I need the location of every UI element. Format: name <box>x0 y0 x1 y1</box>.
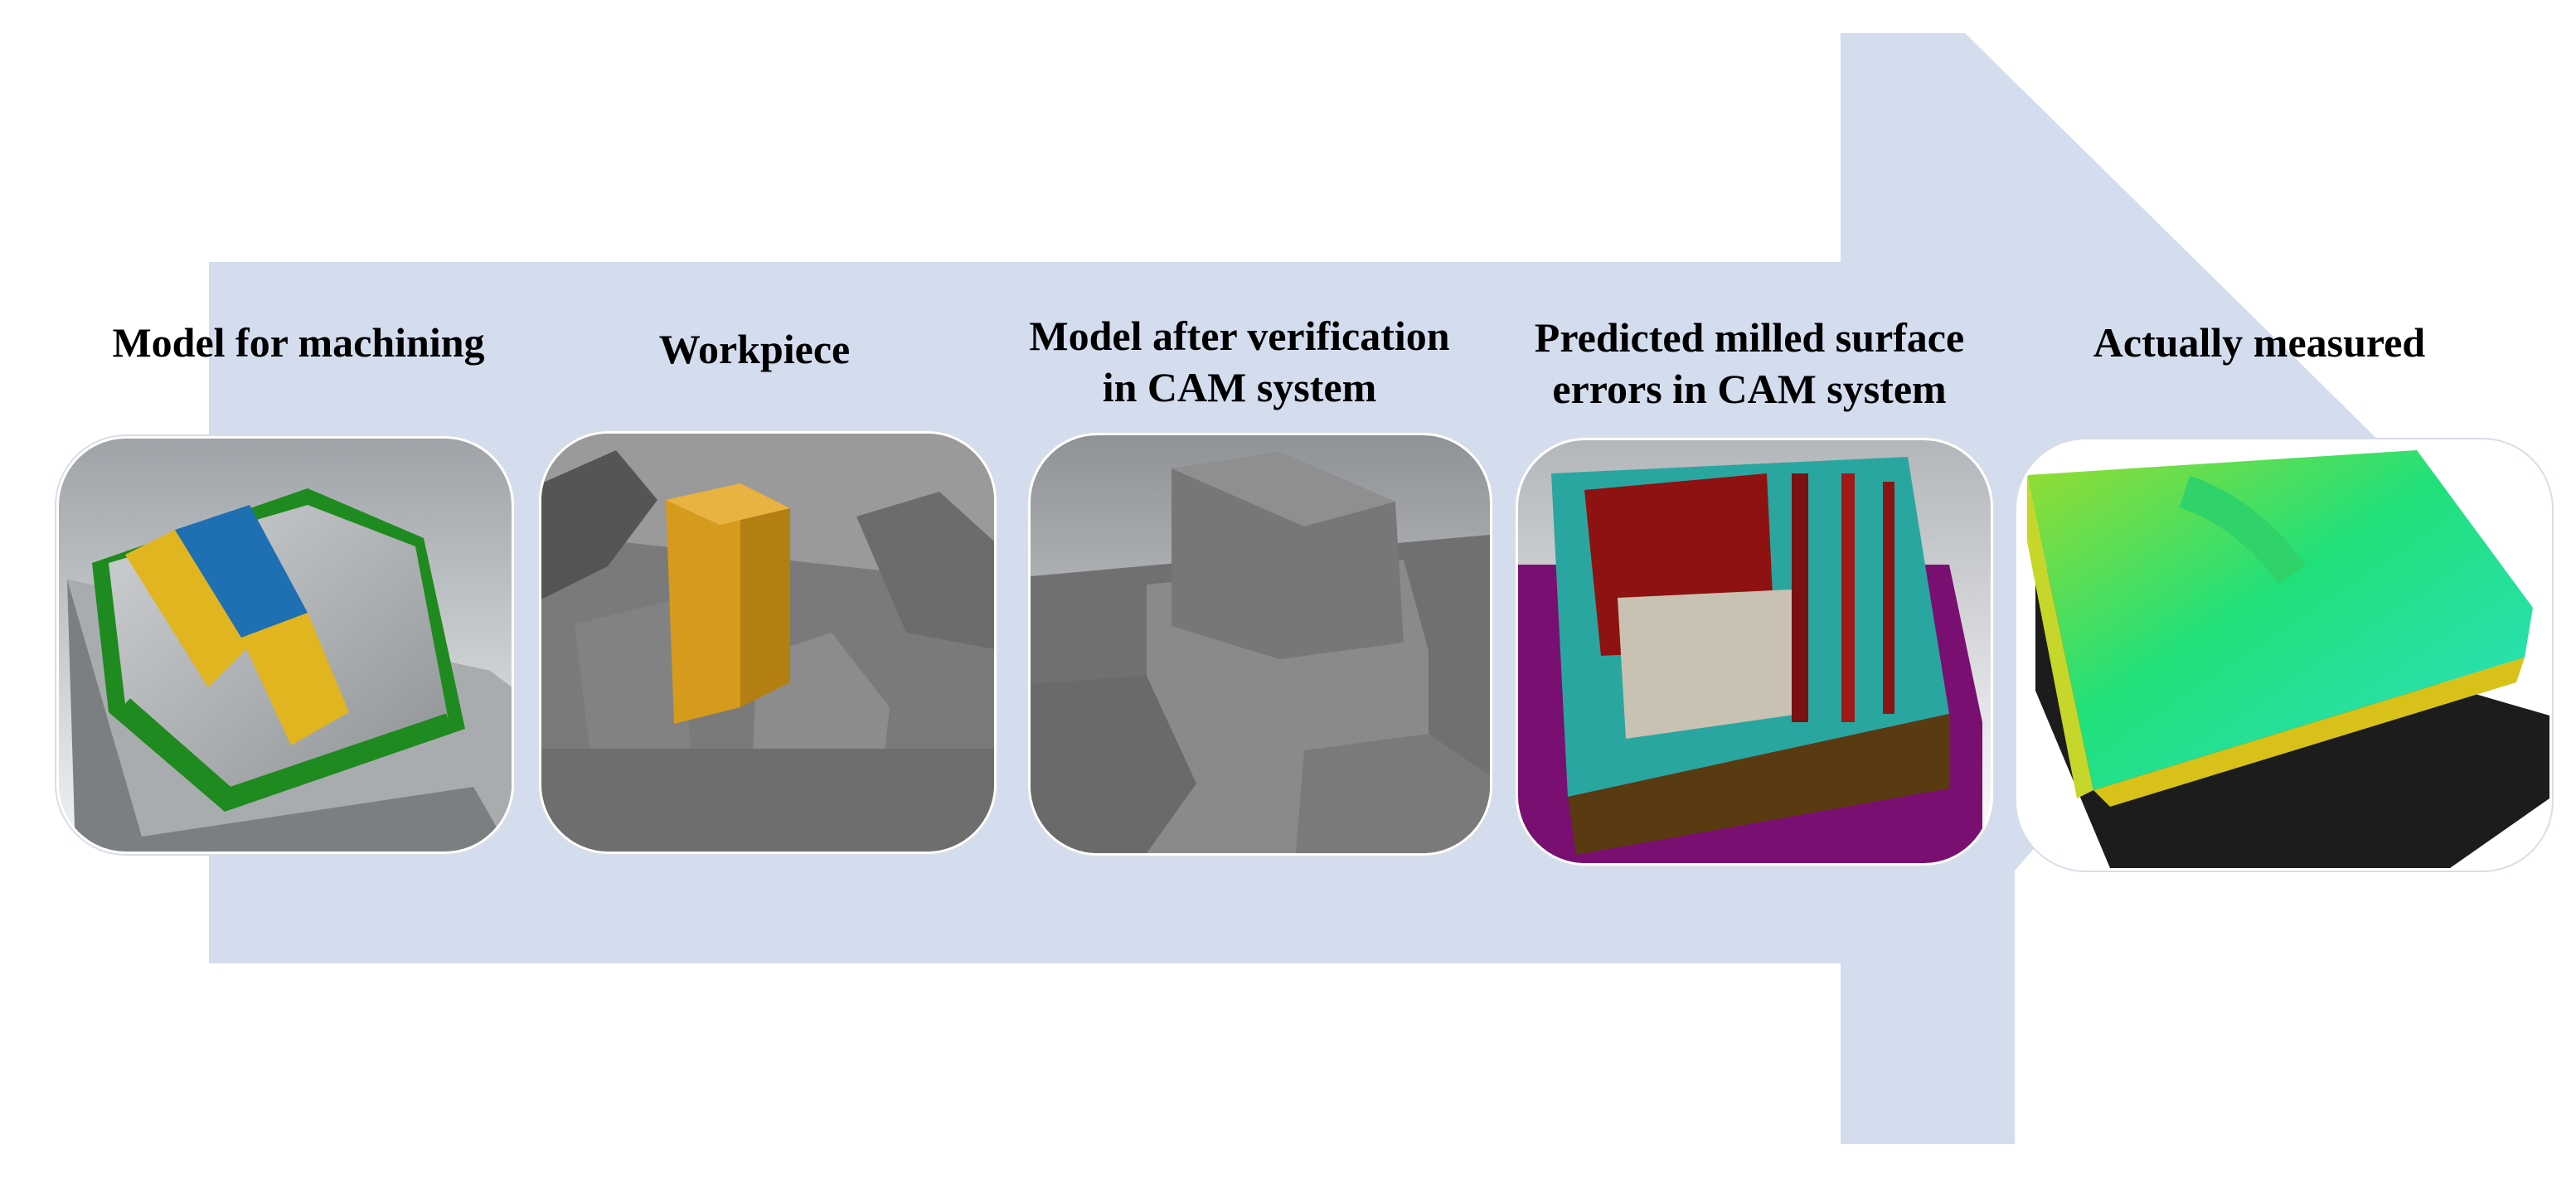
step-2-title: Workpiece <box>658 326 851 372</box>
workpiece-image <box>539 431 997 854</box>
measured-deviation-render <box>2019 442 2549 868</box>
step-4-title: Predicted milled surface errors in CAM s… <box>1534 314 1965 412</box>
predicted-error-map-render <box>1518 440 1991 863</box>
verified-model-render <box>1031 435 1490 853</box>
predicted-errors-image <box>1516 438 1993 866</box>
step-5-title: Actually measured <box>2093 319 2426 366</box>
model-for-machining-image <box>56 436 514 854</box>
cad-model-render <box>59 439 512 852</box>
verified-model-image <box>1028 433 1492 856</box>
step-1-title: Model for machining <box>112 319 485 366</box>
measured-deviation-image <box>2016 439 2552 871</box>
workpiece-render <box>541 434 994 852</box>
step-3-title: Model after verification in CAM system <box>1029 313 1450 410</box>
